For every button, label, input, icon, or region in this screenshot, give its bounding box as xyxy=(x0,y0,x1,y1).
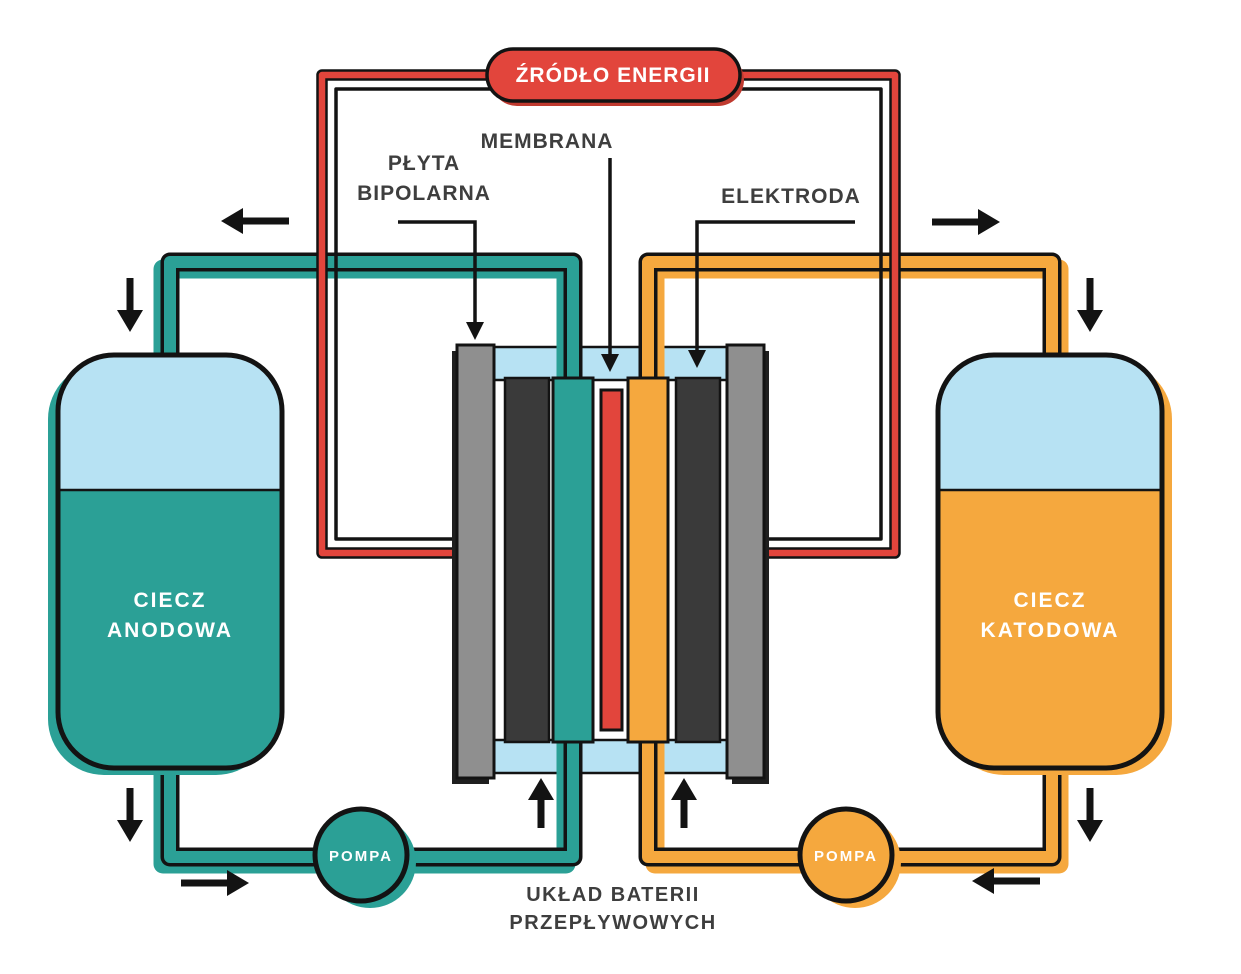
flow-arrow-stack-left-up xyxy=(528,778,554,828)
catholyte-flow-plate xyxy=(626,376,670,744)
flow-arrow-top-right xyxy=(932,209,1000,235)
pump-right-label: POMPA xyxy=(814,848,878,865)
anolyte-pipe-top xyxy=(164,256,579,388)
label-membrane: MEMBRANA xyxy=(481,130,619,372)
energy-source-label: ŹRÓDŁO ENERGII xyxy=(516,63,711,87)
catholyte-tank-outline xyxy=(935,352,1165,771)
bipolar-plate-right xyxy=(725,343,766,780)
bipolar-plate-pointer-line xyxy=(398,220,477,324)
pump-left-label: POMPA xyxy=(329,848,393,865)
anolyte-tank: CIECZ ANODOWA xyxy=(48,352,285,775)
flow-arrow-bottom-left-right xyxy=(181,870,249,896)
flow-arrow-bottom-right-left xyxy=(972,868,1040,894)
catholyte-tank-liquid xyxy=(938,490,1162,768)
membrane xyxy=(599,388,624,732)
anolyte-flow-plate xyxy=(551,376,595,744)
anolyte-tank-outline xyxy=(55,352,285,771)
label-electrode: ELEKTRODA xyxy=(688,185,861,368)
membrane-pointer-arrowhead xyxy=(601,354,619,372)
catholyte-tank-headspace xyxy=(938,355,1162,490)
bipolar-plate-pointer-arrowhead xyxy=(466,322,484,340)
pump-right: POMPA xyxy=(797,806,901,908)
cell-stack xyxy=(452,343,769,784)
electrode-left xyxy=(503,376,551,744)
catholyte-pipe-top xyxy=(642,256,1058,388)
pump-left: POMPA xyxy=(312,806,416,908)
electrode-right xyxy=(674,376,722,744)
bipolar-plate-label-line1: PŁYTA xyxy=(388,152,460,175)
anolyte-tank-label-line1: CIECZ xyxy=(134,589,207,612)
diagram-caption: UKŁAD BATERII PRZEPŁYWOWYCH xyxy=(509,884,716,934)
flow-arrow-right-upper-down xyxy=(1077,278,1103,332)
catholyte-tank-label-line1: CIECZ xyxy=(1014,589,1087,612)
catholyte-tank: CIECZ KATODOWA xyxy=(935,352,1172,775)
caption-line1: UKŁAD BATERII xyxy=(526,884,700,906)
membrane-label: MEMBRANA xyxy=(481,130,614,153)
anolyte-tank-headspace xyxy=(58,355,282,490)
catholyte-tank-label-line2: KATODOWA xyxy=(981,619,1120,642)
electrode-label: ELEKTRODA xyxy=(721,185,861,208)
flow-arrow-top-left xyxy=(221,208,289,234)
flow-arrow-stack-right-up xyxy=(671,778,697,828)
energy-source-badge: ŹRÓDŁO ENERGII xyxy=(485,47,744,106)
anolyte-tank-label-line2: ANODOWA xyxy=(107,619,233,642)
flow-arrow-left-lower-down xyxy=(117,788,143,842)
bipolar-plate-label-line2: BIPOLARNA xyxy=(357,182,491,205)
energy-source-body xyxy=(485,47,742,103)
anolyte-tank-liquid xyxy=(58,490,282,768)
flow-arrow-right-lower-down xyxy=(1077,788,1103,842)
label-bipolar-plate: PŁYTA BIPOLARNA xyxy=(357,152,491,340)
pump-left-body xyxy=(312,806,410,904)
bipolar-plate-left xyxy=(455,343,496,780)
electrode-pointer-arrowhead xyxy=(688,350,706,368)
electrode-pointer-line xyxy=(695,220,855,352)
flow-arrow-left-upper-down xyxy=(117,278,143,332)
pump-right-body xyxy=(797,806,895,904)
caption-line2: PRZEPŁYWOWYCH xyxy=(509,912,716,934)
electrolyte-channel-bottom xyxy=(492,738,729,775)
flow-arrows xyxy=(117,208,1103,896)
